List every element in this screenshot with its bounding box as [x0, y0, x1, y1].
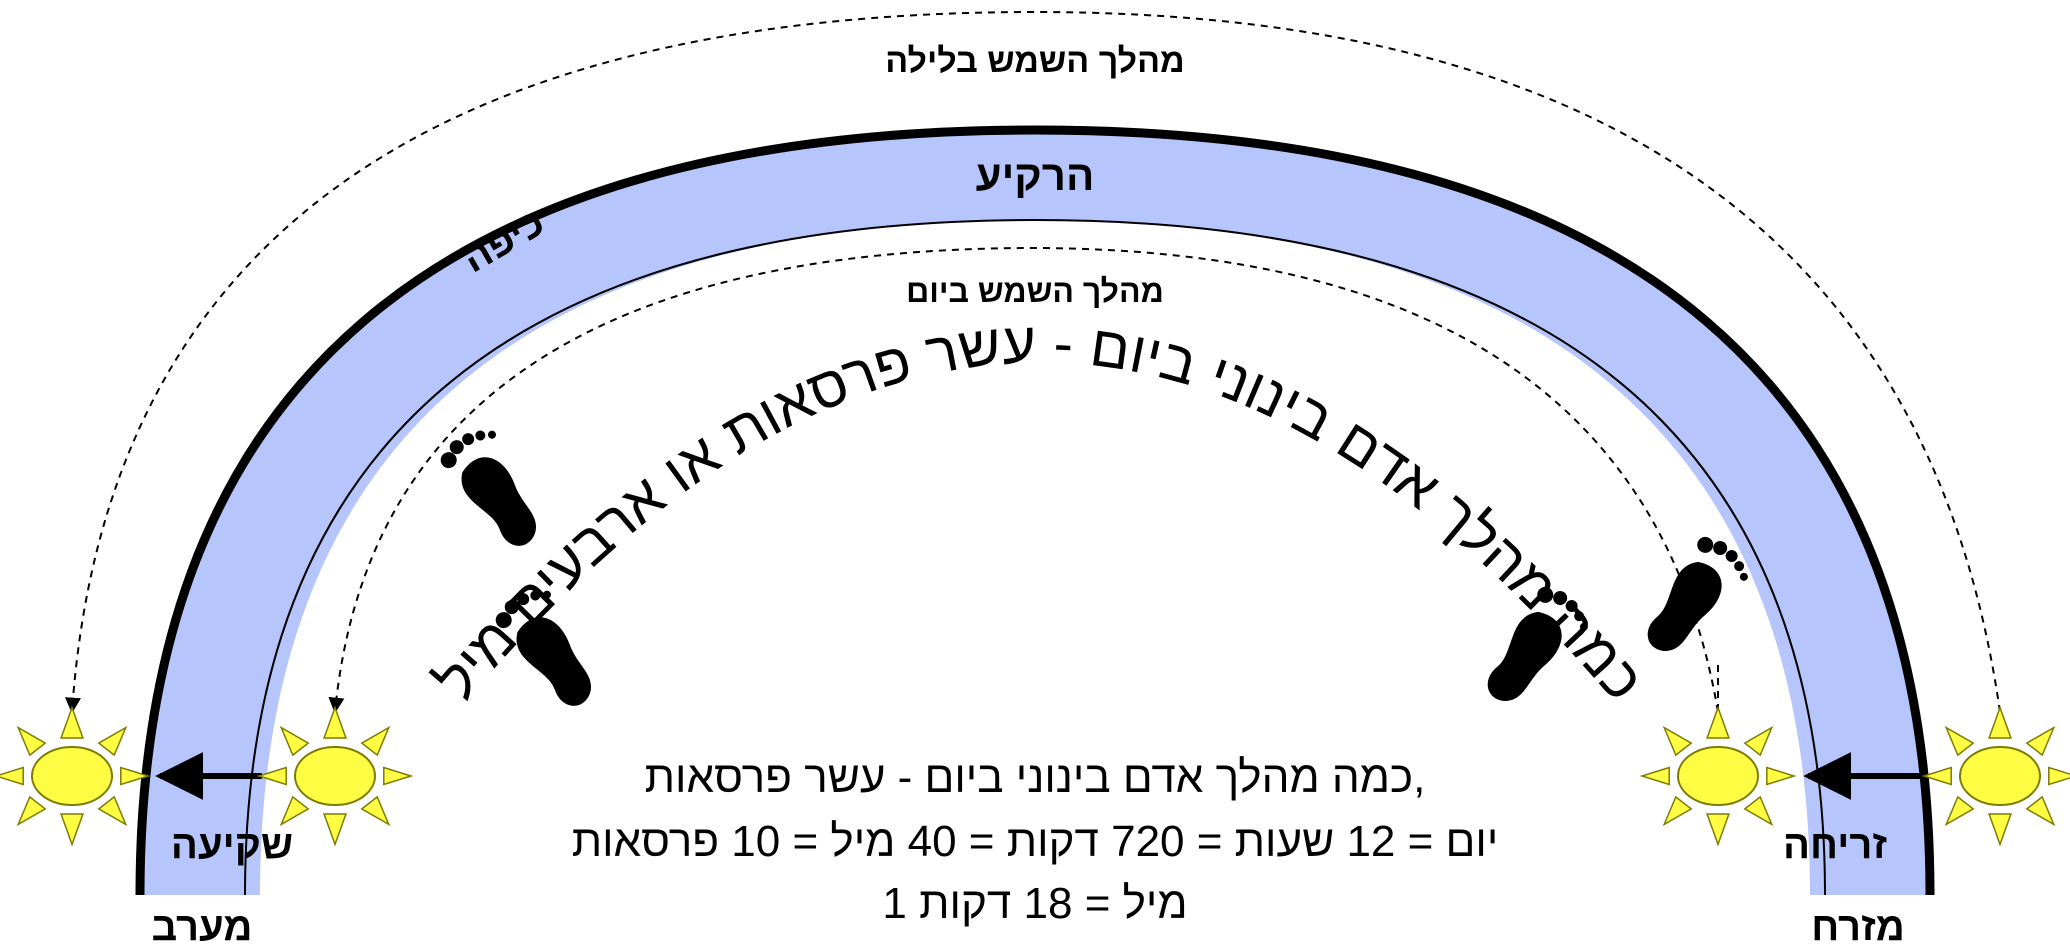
footprints: [440, 430, 1748, 706]
day-path-label: מהלך השמש ביום: [906, 273, 1164, 309]
sun-icon: [1639, 705, 1797, 847]
suns: [0, 705, 2070, 847]
curved-walk-text: כמה מהלך אדם בינוני ביום - עשר פרסאות או…: [424, 310, 1657, 713]
footprint-icon: [440, 430, 536, 546]
curved-walk-textpath: כמה מהלך אדם בינוני ביום - עשר פרסאות או…: [424, 310, 1657, 713]
sun-icon: [0, 705, 151, 847]
note-line-1: כמה מהלך אדם בינוני ביום - עשר פרסאות,: [645, 753, 1426, 802]
night-path-label: מהלך השמש בלילה: [885, 42, 1185, 80]
footprint-icon: [1647, 536, 1748, 652]
sunrise-label: זריחה: [1783, 823, 1887, 867]
note-line-3: 1 מיל = 18 דקות: [882, 879, 1187, 928]
day-path-line: [328, 246, 1719, 714]
footprint-icon: [1487, 586, 1588, 702]
sun-icon: [256, 705, 414, 847]
sunset-label: שקיעה: [171, 823, 293, 867]
dome-outer-line: [135, 125, 1935, 896]
note-line-2: יום = 12 שעות = 720 דקות = 40 מיל = 10 פ…: [572, 817, 1499, 866]
firmament-label: הרקיע: [976, 152, 1095, 199]
west-label: מערב: [152, 905, 253, 949]
sun-icon: [1921, 705, 2070, 847]
east-label: מזרח: [1811, 905, 1905, 949]
firmament-inner-line: [244, 218, 1826, 896]
footprint-icon: [495, 590, 591, 706]
